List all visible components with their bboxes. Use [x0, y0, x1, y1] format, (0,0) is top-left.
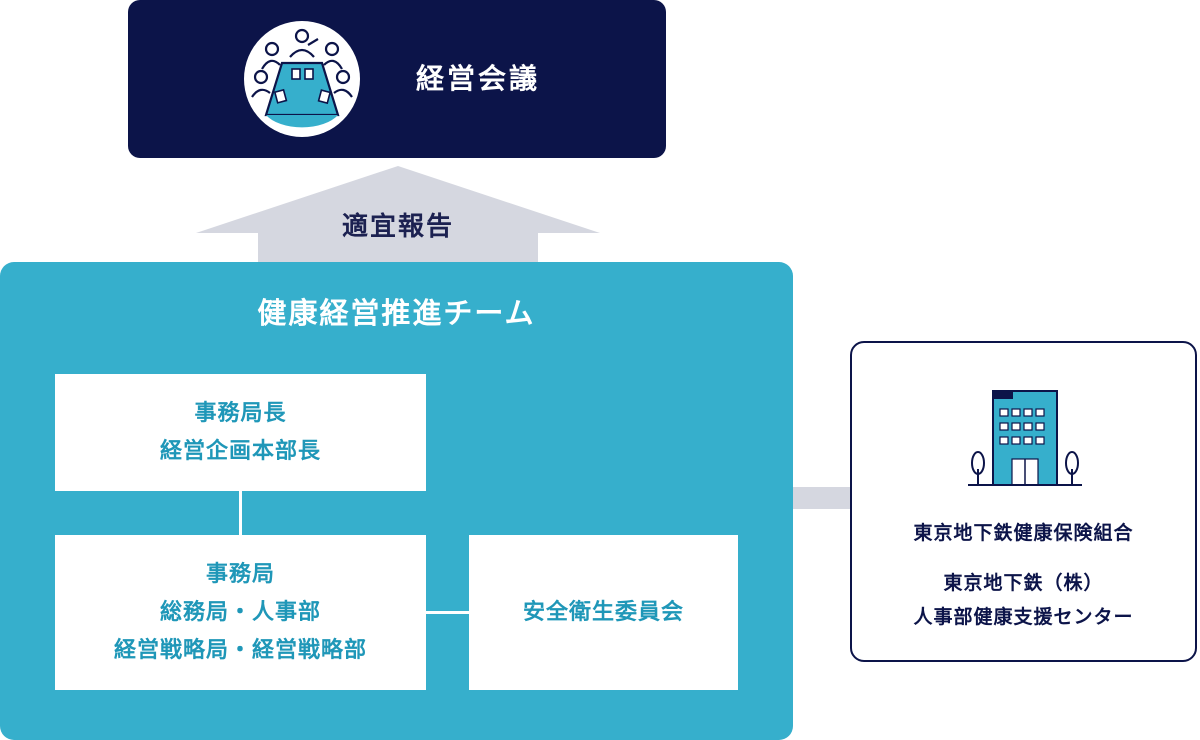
- partner-link-bar: [793, 487, 850, 509]
- management-meeting-title: 経営会議: [416, 62, 541, 95]
- partner-box: 東京地下鉄健康保険組合 東京地下鉄（株） 人事部健康支援センター: [850, 341, 1197, 662]
- connector-vertical: [239, 491, 242, 535]
- health-management-team-panel: 健康経営推進チーム 事務局長 経営企画本部長 事務局 総務局・人事部 経営戦略局…: [0, 262, 793, 740]
- report-arrow: [196, 166, 600, 264]
- office-building-icon: [968, 390, 1082, 486]
- director-line-1: 事務局長: [194, 400, 287, 426]
- management-meeting-box: 経営会議: [128, 0, 666, 158]
- safety-committee-label: 安全衛生委員会: [522, 599, 684, 625]
- health-support-center-label: 人事部健康支援センター: [913, 606, 1134, 628]
- company-name-label: 東京地下鉄（株）: [943, 572, 1104, 594]
- secretariat-line-1: 事務局: [205, 561, 275, 587]
- director-box: 事務局長 経営企画本部長: [55, 374, 426, 491]
- health-insurance-union-label: 東京地下鉄健康保険組合: [913, 522, 1134, 544]
- team-title: 健康経営推進チーム: [257, 296, 536, 330]
- secretariat-box: 事務局 総務局・人事部 経営戦略局・経営戦略部: [55, 535, 426, 690]
- secretariat-line-2: 総務局・人事部: [159, 599, 321, 625]
- safety-committee-box: 安全衛生委員会: [469, 535, 738, 690]
- secretariat-line-3: 経営戦略局・経営戦略部: [113, 637, 367, 663]
- meeting-table-icon: [244, 21, 360, 137]
- director-line-2: 経営企画本部長: [159, 438, 321, 464]
- connector-horizontal: [426, 611, 469, 614]
- report-arrow-label: 適宜報告: [341, 212, 454, 242]
